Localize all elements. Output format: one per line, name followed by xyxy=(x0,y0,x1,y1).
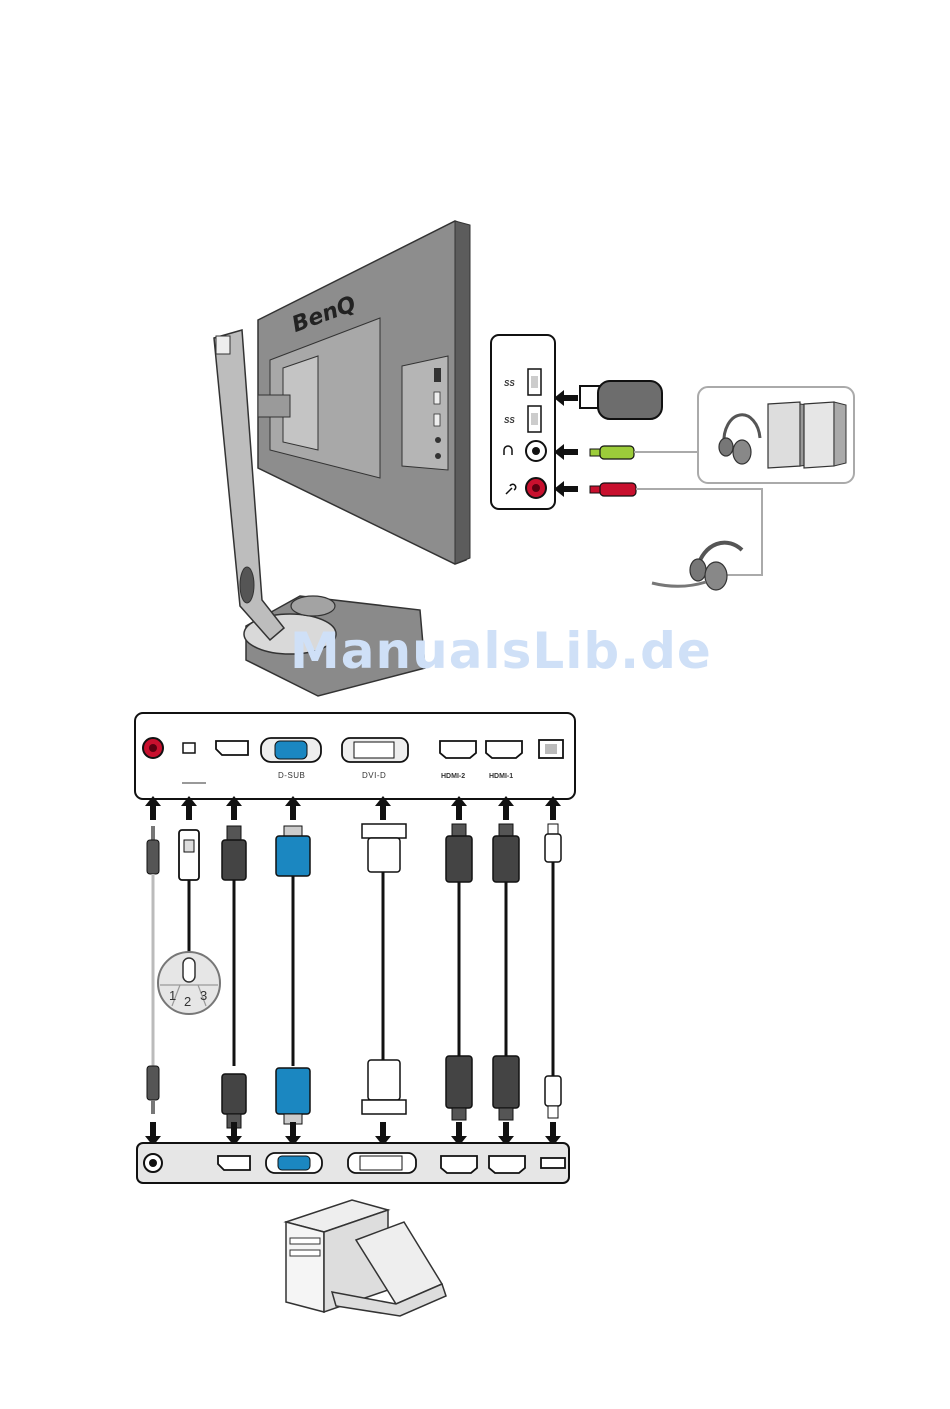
hdmi1-cable xyxy=(493,824,519,1120)
side-io-panel: SS SS xyxy=(491,335,555,509)
s-switch-remote[interactable]: 1 2 3 xyxy=(158,952,220,1014)
controller-cable xyxy=(179,830,199,952)
usb-cable xyxy=(545,824,561,1118)
port-label-hdmi2: HDMI-2 xyxy=(441,773,465,780)
pc-hdmi-1[interactable] xyxy=(489,1156,525,1173)
port-service[interactable] xyxy=(183,743,195,753)
port-label-dsub: D-SUB xyxy=(278,771,305,780)
usb-stick-icon xyxy=(580,381,662,419)
computer-port-panel xyxy=(137,1143,569,1183)
arrow-icon xyxy=(554,481,578,497)
remote-button-2[interactable]: 2 xyxy=(184,994,191,1009)
arrow-icon xyxy=(554,444,578,460)
mic-plug xyxy=(590,483,762,575)
side-usb-label-1: SS xyxy=(504,379,515,388)
audio-cable xyxy=(147,826,159,1114)
port-hdmi2[interactable] xyxy=(440,741,476,758)
headphones-speakers-box xyxy=(698,387,854,483)
vga-cable xyxy=(276,826,310,1124)
pc-usb-port[interactable] xyxy=(541,1158,565,1168)
pc-displayport[interactable] xyxy=(218,1156,250,1170)
port-hdmi1[interactable] xyxy=(486,741,522,758)
monitor-illustration: BenQ xyxy=(214,221,470,696)
arrow-icon xyxy=(554,390,578,406)
headphone-plug xyxy=(590,446,698,459)
speakers-icon xyxy=(768,402,846,468)
dvi-cable xyxy=(362,824,406,1114)
port-label-hdmi1: HDMI-1 xyxy=(489,773,513,780)
remote-button-3[interactable]: 3 xyxy=(200,988,207,1003)
remote-button-1[interactable]: 1 xyxy=(169,988,176,1003)
displayport-cable xyxy=(222,826,246,1128)
monitor-port-panel: D-SUB DVI-D HDMI-2 HDMI-1 xyxy=(135,713,575,799)
hdmi2-cable xyxy=(446,824,472,1120)
port-displayport[interactable] xyxy=(216,741,248,755)
pc-hdmi-2[interactable] xyxy=(441,1156,477,1173)
port-label-dvi: DVI-D xyxy=(362,771,386,780)
headset-icon xyxy=(652,543,742,590)
side-usb-label-2: SS xyxy=(504,416,515,425)
